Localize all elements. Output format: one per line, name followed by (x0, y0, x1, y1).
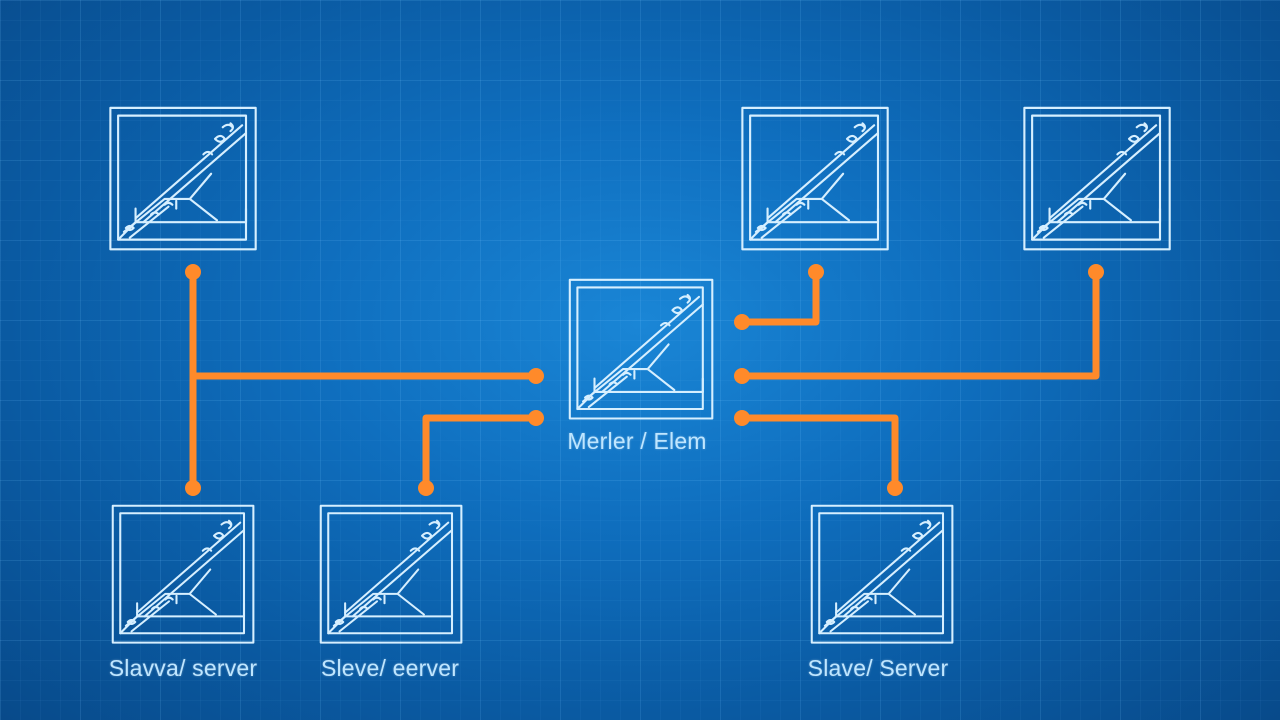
slave-label-mid: Sleve/ eerver (320, 655, 460, 681)
master-server-icon (568, 278, 714, 420)
connector-dot (185, 480, 201, 496)
slave-label-left: Slavva/ server (108, 655, 258, 681)
connector-master-to-top-mid-right (738, 268, 820, 326)
server-icon-top-right (1023, 106, 1171, 251)
connector-master-to-slave-right (738, 414, 899, 492)
connector-dots (185, 264, 1104, 496)
connector-dot (528, 368, 544, 384)
connector-dot (734, 368, 750, 384)
connector-dot (528, 410, 544, 426)
connector-dot (418, 480, 434, 496)
server-icon-top-mid-right (741, 106, 889, 251)
slave-label-right: Slave/ Server (807, 655, 949, 681)
connector-dot (887, 480, 903, 496)
connector-dot (1088, 264, 1104, 280)
slave-server-icon-mid (319, 504, 463, 644)
connector-dot (185, 264, 201, 280)
connector-master-to-slave-mid (422, 414, 540, 492)
connectors (189, 268, 1100, 492)
slave-server-icon-right (810, 504, 954, 644)
master-label: Merler / Elem (567, 428, 707, 454)
slave-server-icon-left (111, 504, 255, 644)
connector-dot (808, 264, 824, 280)
connector-dot (734, 314, 750, 330)
server-icon-top-left (109, 106, 257, 251)
connector-dot (734, 410, 750, 426)
connector-master-to-top-right (738, 268, 1100, 380)
